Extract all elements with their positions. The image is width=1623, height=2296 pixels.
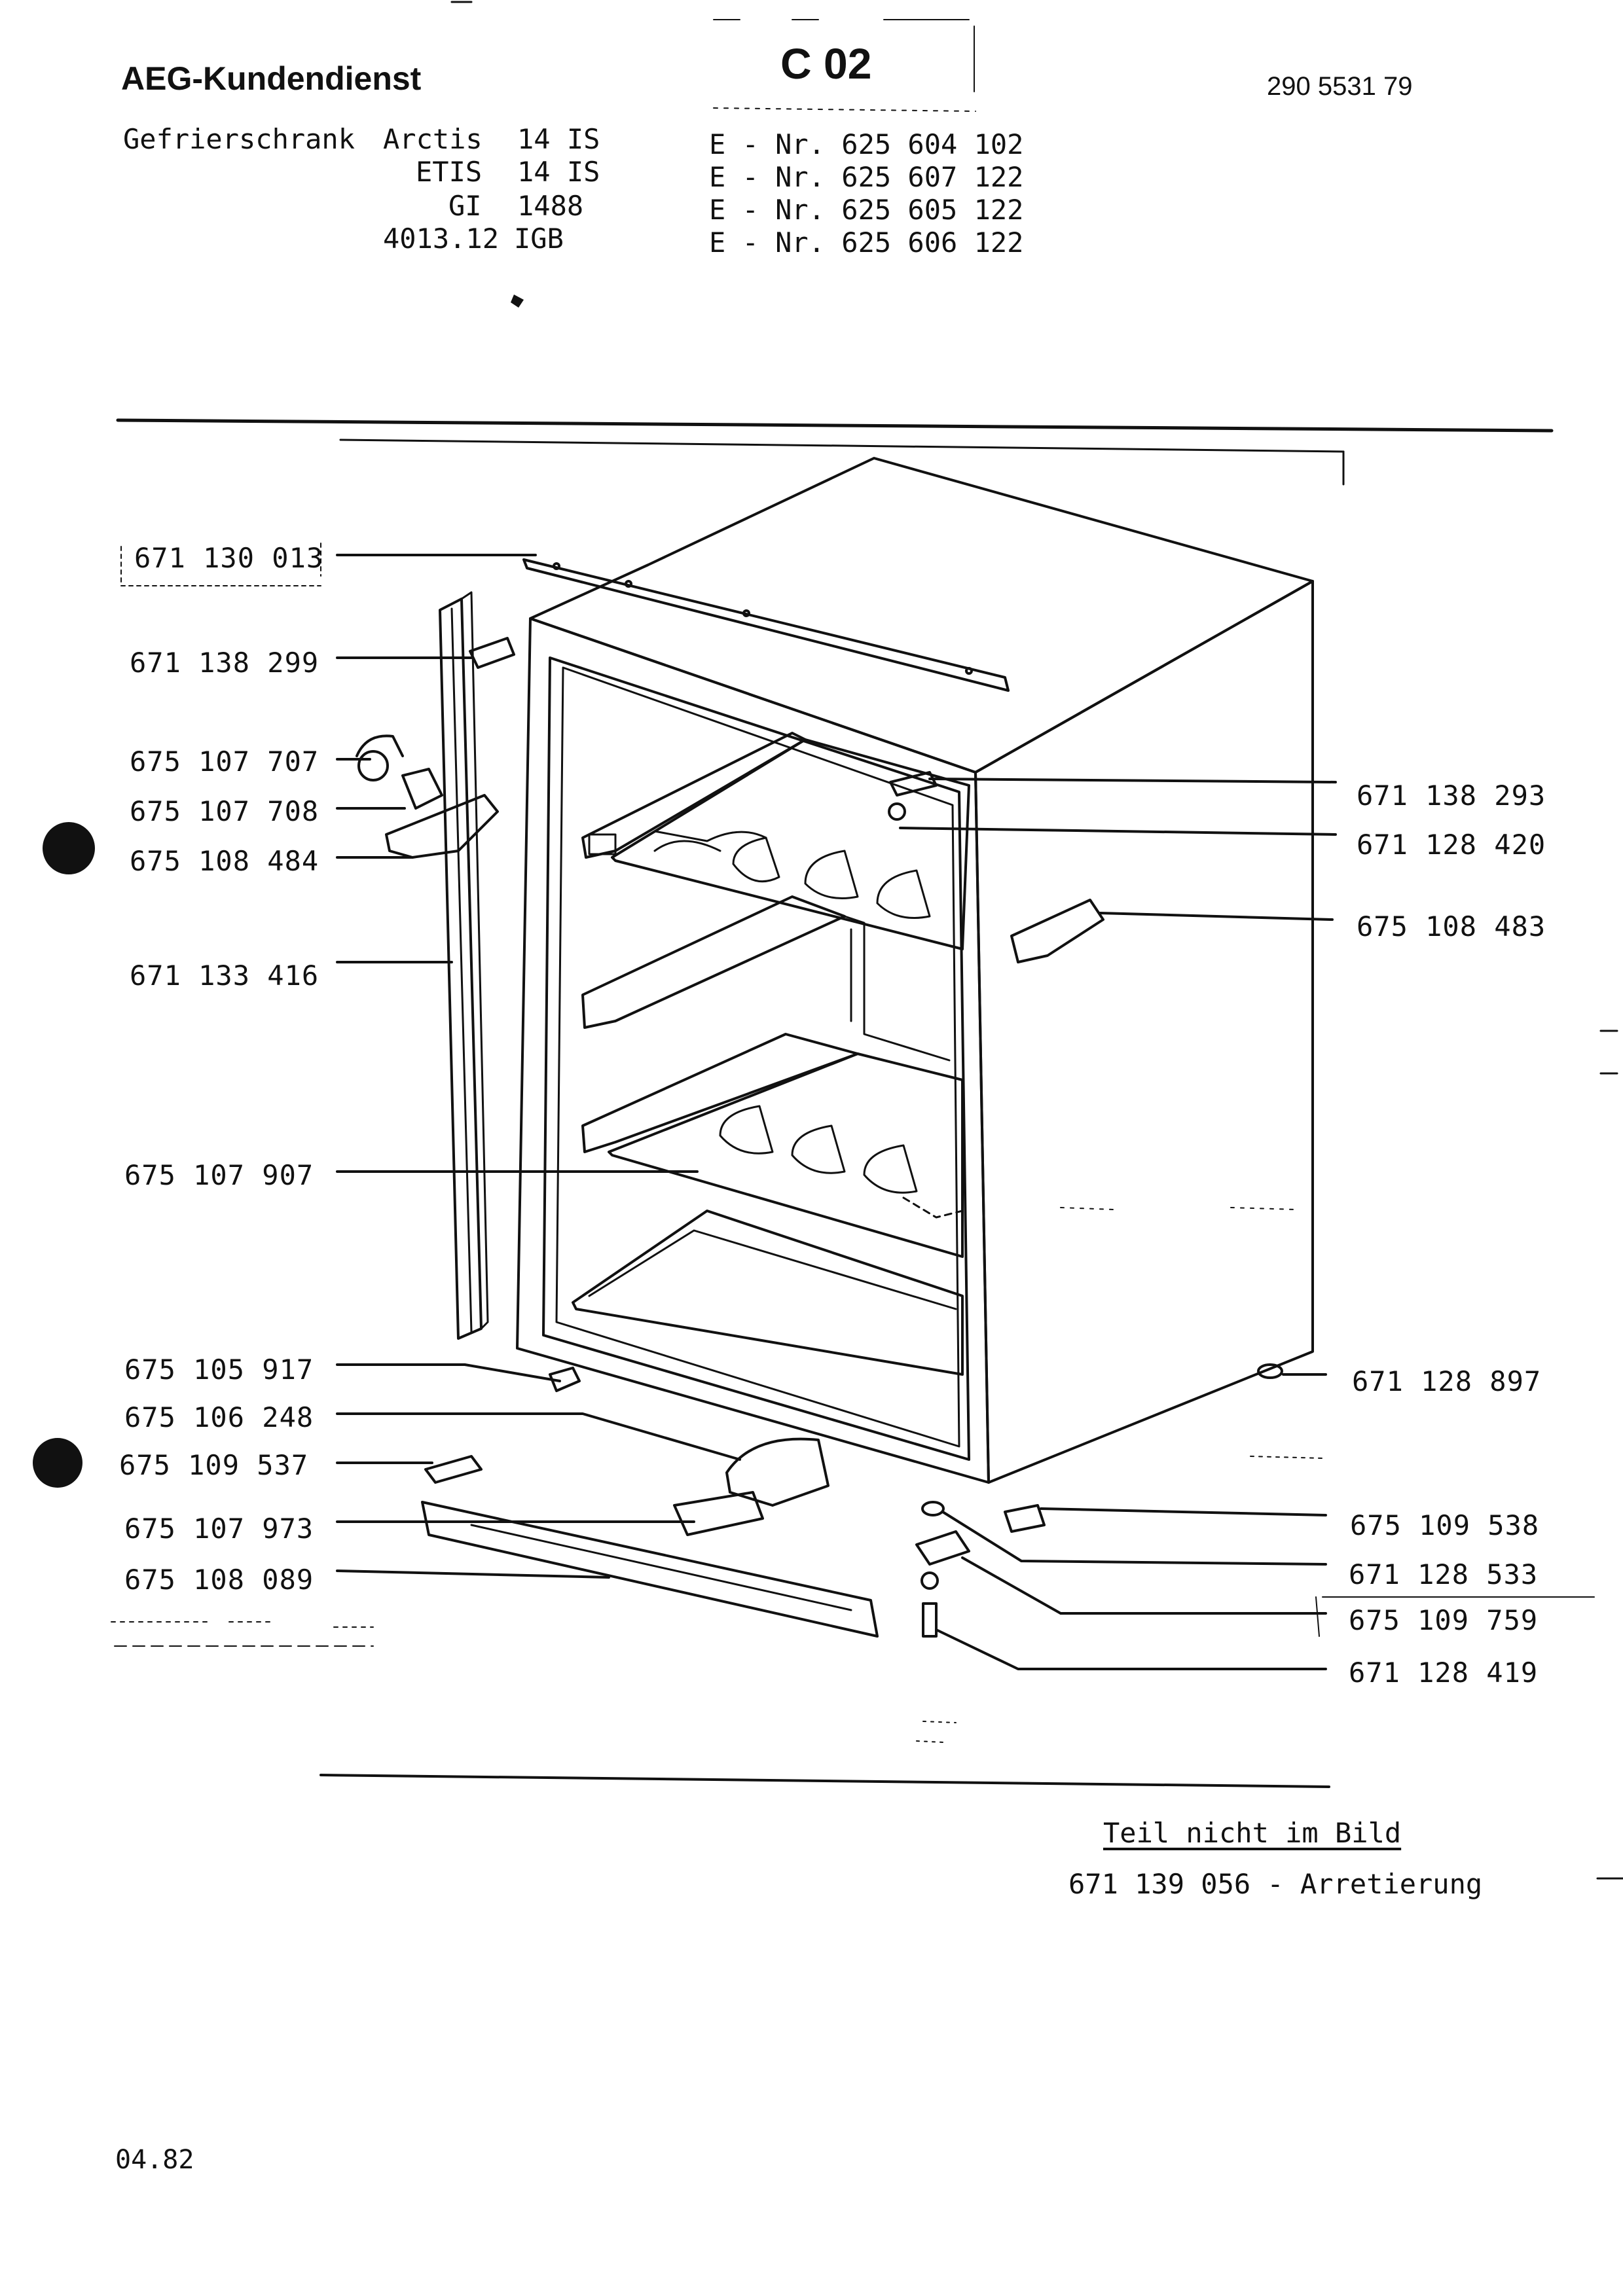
model-e-nr: E - Nr. 625 605 122 — [709, 194, 1024, 226]
doc-number: 290 5531 79 — [1267, 72, 1413, 101]
part-number: 675 108 089 — [124, 1564, 314, 1596]
part-number: 675 108 484 — [130, 845, 319, 877]
note-heading: Teil nicht im Bild — [1103, 1817, 1402, 1849]
part-number: 675 107 973 — [124, 1513, 314, 1545]
model-name: 4013.12 — [383, 223, 500, 255]
part-number: 671 128 419 — [1349, 1657, 1539, 1689]
model-e-nr: E - Nr. 625 607 122 — [709, 161, 1024, 193]
note-item: 671 139 056 - Arretierung — [1068, 1868, 1483, 1900]
part-number: 675 107 707 — [130, 745, 319, 778]
part-number: 671 128 533 — [1349, 1558, 1539, 1590]
part-number: 671 130 013 — [134, 542, 324, 574]
page-code: C 02 — [780, 39, 872, 88]
model-variant: 1488 — [517, 190, 584, 222]
part-number: 671 138 299 — [130, 647, 319, 679]
part-number: 671 128 420 — [1357, 829, 1546, 861]
brand-title: AEG-Kundendienst — [121, 60, 422, 97]
model-variant: IGB — [514, 223, 564, 255]
part-number: 675 109 537 — [119, 1449, 309, 1481]
part-number: 675 105 917 — [124, 1354, 314, 1386]
model-name: GI — [448, 190, 482, 222]
model-name: ETIS — [416, 156, 483, 188]
print-date: 04.82 — [115, 2145, 194, 2175]
part-number: 671 138 293 — [1357, 780, 1546, 812]
part-number: 675 107 907 — [124, 1159, 314, 1191]
appliance-type: Gefrierschrank — [123, 123, 356, 155]
part-number: 675 106 248 — [124, 1401, 314, 1433]
part-number: 675 108 483 — [1357, 910, 1546, 942]
model-e-nr: E - Nr. 625 604 102 — [709, 128, 1024, 160]
part-number: 675 109 538 — [1350, 1509, 1540, 1541]
part-number: 675 109 759 — [1349, 1604, 1539, 1636]
model-e-nr: E - Nr. 625 606 122 — [709, 226, 1024, 259]
part-number: 671 133 416 — [130, 960, 319, 992]
model-variant: 14 IS — [517, 123, 600, 155]
part-number: 675 107 708 — [130, 795, 319, 827]
model-variant: 14 IS — [517, 156, 600, 188]
model-name: Arctis — [383, 123, 483, 155]
part-number: 671 128 897 — [1352, 1365, 1542, 1397]
